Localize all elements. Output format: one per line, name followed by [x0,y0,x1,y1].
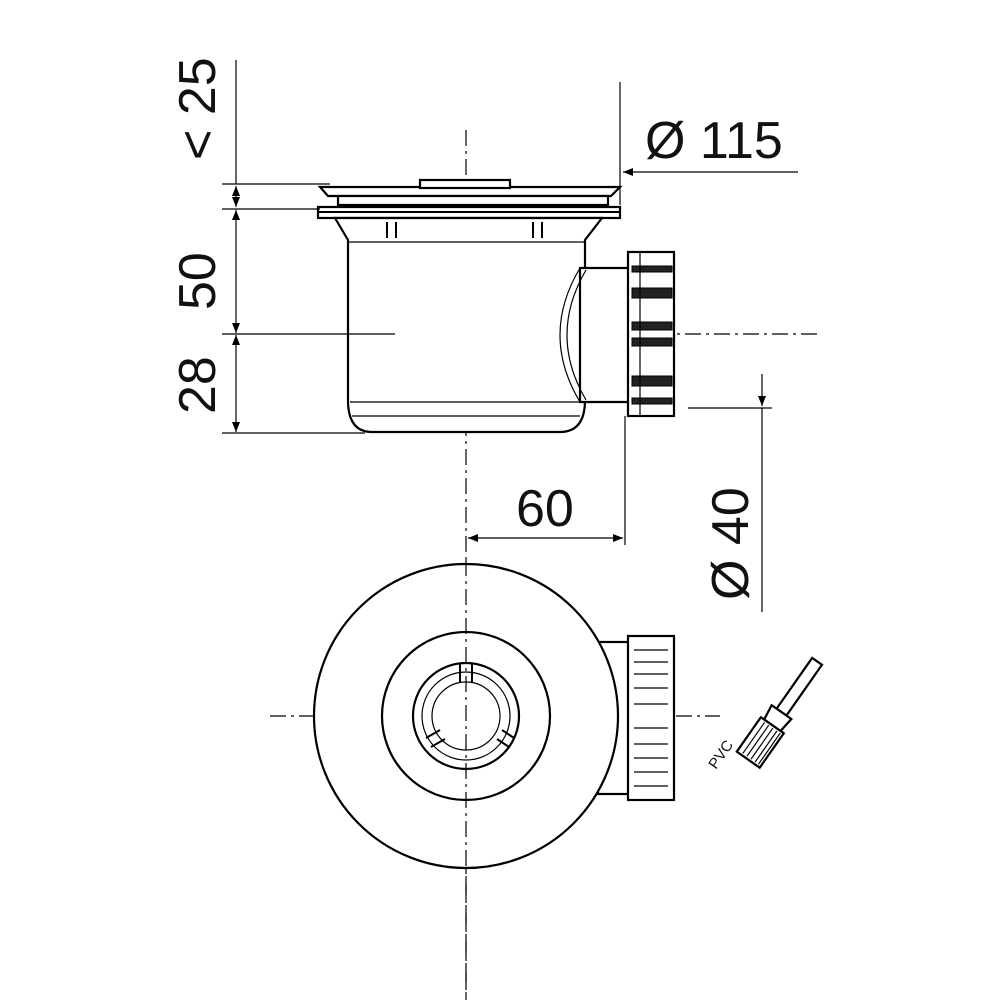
dim-height-outlet: 28 [169,356,227,414]
grate-cover [317,185,623,198]
dim-outlet-offset: 60 [516,480,574,538]
brush-label: PVC [705,737,737,772]
plan-outlet-nut [626,634,676,802]
drain-body [333,216,605,434]
side-view: < 25 50 28 Ø 115 60 Ø 40 [169,57,822,1000]
outlet-tube [578,266,634,404]
dim-height-body: 50 [169,252,227,310]
grate-ring [336,194,610,207]
grate-center-cap [418,178,512,190]
dim-height-grate: < 25 [169,57,227,160]
top-view [270,560,720,1000]
outlet-nut [626,250,676,418]
dim-diameter-top: Ø 115 [645,112,783,170]
pvc-glue-brush-icon [735,656,824,770]
dim-diameter-outlet: Ø 40 [702,487,760,600]
